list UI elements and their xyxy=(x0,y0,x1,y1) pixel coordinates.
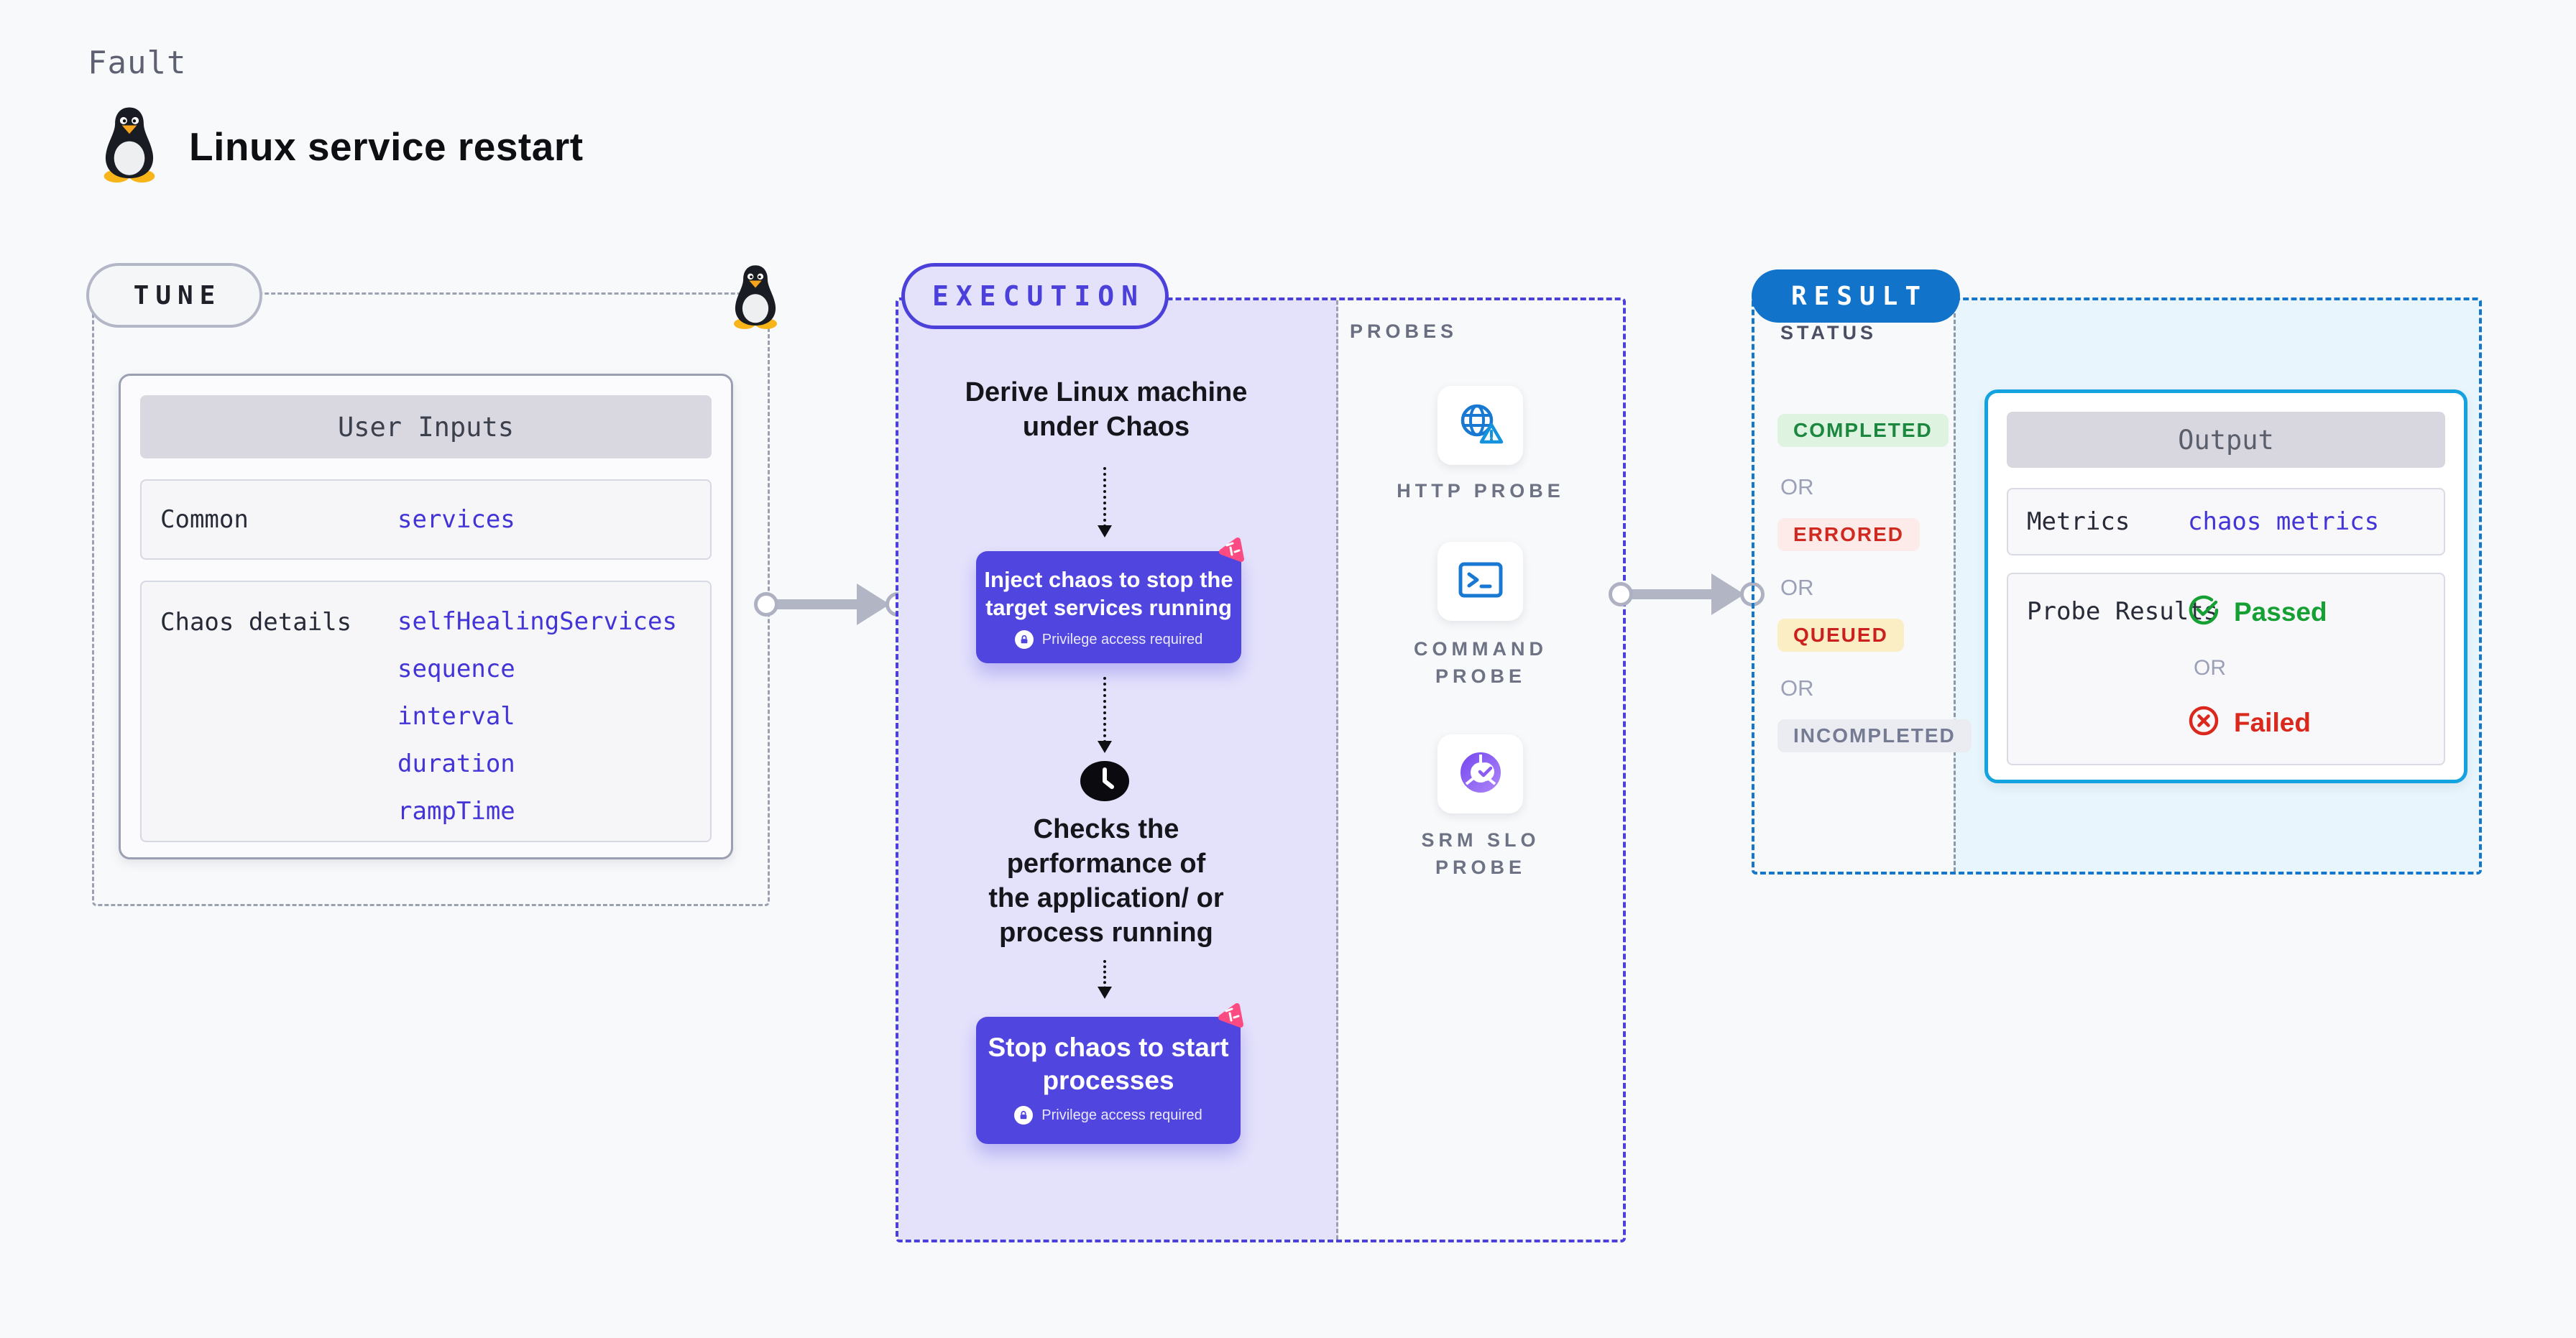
stop-chaos-button[interactable]: Stop chaos to start processes Privilege … xyxy=(976,1003,1243,1144)
srm-slo-probe-label: SRM SLO PROBE xyxy=(1421,829,1540,878)
tux-penguin-icon xyxy=(97,106,162,186)
stop-button-title: Stop chaos to start processes xyxy=(988,1033,1229,1095)
metrics-row: Metrics chaos metrics xyxy=(2007,488,2445,555)
status-badge-queued: QUEUED xyxy=(1777,619,1904,652)
status-heading: STATUS xyxy=(1780,322,1877,343)
inject-chaos-button[interactable]: Inject chaos to stop the target services… xyxy=(976,537,1244,663)
probes-heading: PROBES xyxy=(1350,320,1458,342)
execution-pill: EXECUTION xyxy=(901,263,1169,329)
or-separator: OR xyxy=(1780,575,1814,600)
metrics-label: Metrics xyxy=(2027,507,2130,536)
or-separator: OR xyxy=(1780,675,1814,701)
common-inputs-row: Common services xyxy=(140,479,712,560)
status-badge-errored: ERRORED xyxy=(1777,518,1920,551)
terminal-icon xyxy=(1458,560,1504,603)
privilege-note: Privilege access required xyxy=(1041,1107,1202,1123)
connector-dot xyxy=(754,592,778,617)
passed-label: Passed xyxy=(2234,596,2327,627)
checks-step-text: Checks the performance of the applicatio… xyxy=(988,814,1224,948)
output-card: Output Metrics chaos metrics Probe Resul… xyxy=(1984,389,2467,783)
user-inputs-header: User Inputs xyxy=(140,395,712,458)
chaos-metrics-link[interactable]: chaos metrics xyxy=(2188,507,2380,536)
command-probe-card[interactable] xyxy=(1438,542,1523,621)
http-probe-label: HTTP PROBE xyxy=(1397,480,1565,502)
lock-icon xyxy=(1014,1106,1034,1125)
litmus-chaos-icon xyxy=(1217,537,1246,566)
lock-icon xyxy=(1014,630,1034,649)
srm-slo-probe-card[interactable] xyxy=(1438,734,1523,813)
duration-link[interactable]: duration xyxy=(397,749,515,778)
user-inputs-card: User Inputs Common services Chaos detail… xyxy=(119,374,733,859)
privilege-note: Privilege access required xyxy=(1041,631,1203,647)
clock-icon xyxy=(1080,761,1129,801)
output-header: Output xyxy=(2007,412,2445,468)
tune-pill: TUNE xyxy=(86,263,262,328)
flow-arrow-down xyxy=(1098,960,1112,999)
flow-arrow-down xyxy=(1098,467,1112,537)
flow-arrow-down xyxy=(1098,677,1112,753)
chaos-details-row: Chaos details selfHealingServices sequen… xyxy=(140,581,712,842)
tux-penguin-small-icon xyxy=(727,264,783,329)
sequence-link[interactable]: sequence xyxy=(397,655,515,683)
services-link[interactable]: services xyxy=(397,505,515,534)
category-label: Fault xyxy=(88,45,187,81)
command-probe-label: COMMAND PROBE xyxy=(1414,638,1547,687)
failed-x-icon xyxy=(2188,705,2220,740)
result-pill: RESULT xyxy=(1752,269,1960,323)
slo-donut-check-icon xyxy=(1458,751,1504,798)
probe-results-row: Probe Results Passed OR Failed xyxy=(2007,573,2445,765)
status-badge-completed: COMPLETED xyxy=(1777,414,1949,447)
or-separator: OR xyxy=(2194,656,2226,680)
chaos-details-row-label: Chaos details xyxy=(160,608,352,637)
passed-check-icon xyxy=(2188,594,2220,629)
interval-link[interactable]: interval xyxy=(397,702,515,731)
title-row: Linux service restart xyxy=(97,106,584,186)
derive-step-text: Derive Linux machine under Chaos xyxy=(965,377,1248,442)
http-probe-card[interactable] xyxy=(1438,386,1523,465)
status-badge-incompleted: INCOMPLETED xyxy=(1777,719,1972,752)
connector-dot xyxy=(1609,582,1633,606)
page-title: Linux service restart xyxy=(189,124,584,169)
or-separator: OR xyxy=(1780,474,1814,499)
litmus-chaos-icon xyxy=(1216,1002,1245,1031)
globe-warning-icon xyxy=(1457,402,1504,450)
inject-button-title: Inject chaos to stop the target services… xyxy=(984,567,1233,620)
selfhealingservices-link[interactable]: selfHealingServices xyxy=(397,607,677,636)
common-row-label: Common xyxy=(160,505,249,534)
ramptime-link[interactable]: rampTime xyxy=(397,797,515,826)
failed-label: Failed xyxy=(2234,707,2311,737)
